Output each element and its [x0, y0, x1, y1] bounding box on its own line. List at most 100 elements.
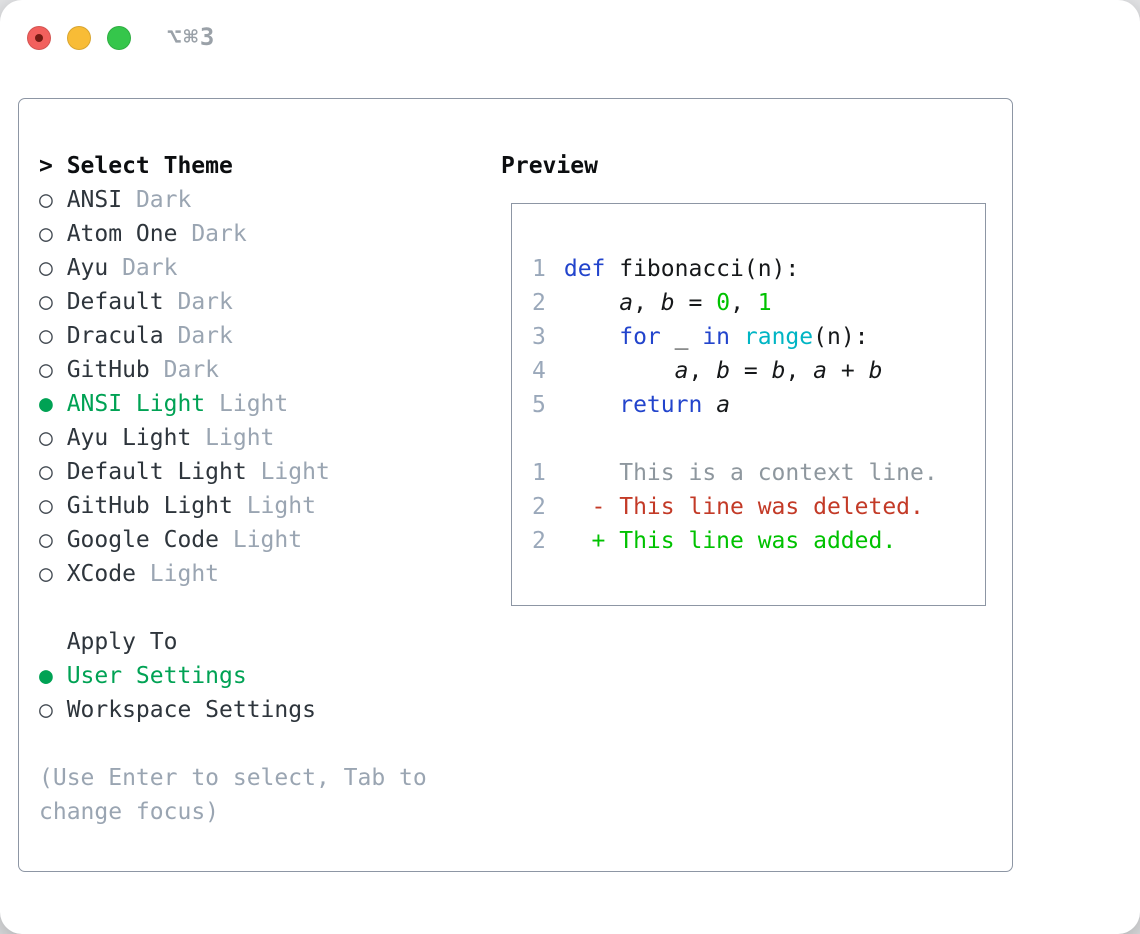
radio-unselected-icon: ○ — [39, 527, 67, 553]
select-theme-header: > Select Theme — [39, 149, 499, 183]
theme-variant: Dark — [122, 255, 178, 281]
code-token: + — [827, 358, 869, 384]
code-token: for — [619, 324, 661, 350]
theme-variant: Light — [246, 493, 316, 519]
apply-to-header: Apply To — [39, 625, 499, 659]
radio-unselected-icon: ○ — [39, 697, 67, 723]
code-token: fibonacci(n): — [605, 256, 800, 282]
line-number: 3 — [532, 324, 546, 350]
theme-option-atom-one[interactable]: ○ Atom One Dark — [39, 217, 499, 251]
theme-name: ANSI Light — [66, 391, 220, 417]
theme-option-ansi[interactable]: ○ ANSI Dark — [39, 183, 499, 217]
theme-option-ayu[interactable]: ○ Ayu Dark — [39, 251, 499, 285]
code-token — [564, 290, 619, 316]
code-token: = — [730, 358, 772, 384]
minimize-button[interactable] — [67, 26, 91, 50]
code-token: b — [660, 290, 675, 316]
preview-title: Preview — [501, 153, 598, 179]
radio-unselected-icon: ○ — [39, 425, 67, 451]
code-line: 3 for _ in range(n): — [532, 320, 985, 354]
theme-list: ○ ANSI Dark○ Atom One Dark○ Ayu Dark○ De… — [39, 183, 499, 591]
code-line: 2 + This line was added. — [532, 524, 985, 558]
code-token — [564, 358, 675, 384]
spacer — [39, 727, 499, 761]
theme-option-default-light[interactable]: ○ Default Light Light — [39, 455, 499, 489]
code-token: - This line was deleted. — [563, 494, 924, 520]
code-token: a — [716, 392, 731, 418]
code-line — [532, 422, 985, 456]
code-token: This is a context line. — [563, 460, 938, 486]
theme-option-github[interactable]: ○ GitHub Dark — [39, 353, 499, 387]
close-button[interactable] — [27, 26, 51, 50]
theme-name: GitHub Light — [66, 493, 247, 519]
line-number: 2 — [532, 494, 546, 520]
theme-name: Default Light — [66, 459, 261, 485]
theme-variant: Dark — [163, 357, 220, 383]
theme-option-ayu-light[interactable]: ○ Ayu Light Light — [39, 421, 499, 455]
theme-variant: Dark — [177, 289, 233, 315]
theme-variant: Light — [260, 459, 330, 485]
code-line: 1 This is a context line. — [532, 456, 985, 490]
spacer — [39, 591, 499, 625]
theme-option-google-code[interactable]: ○ Google Code Light — [39, 523, 499, 557]
prompt-caret-icon: > — [39, 153, 53, 179]
radio-unselected-icon: ○ — [39, 289, 67, 315]
code-token: , — [730, 290, 758, 316]
theme-name: Google Code — [66, 527, 233, 553]
radio-unselected-icon: ○ — [39, 323, 67, 349]
code-token: , — [633, 290, 661, 316]
code-token — [564, 392, 619, 418]
code-token: b — [771, 358, 786, 384]
theme-name: Atom One — [66, 221, 192, 247]
theme-variant: Light — [232, 527, 303, 553]
theme-option-default[interactable]: ○ Default Dark — [39, 285, 499, 319]
code-token: _ — [660, 324, 703, 350]
theme-list-column: >Select Theme ○ ANSI Dark○ Atom One Dark… — [39, 149, 499, 829]
code-token: 1 — [757, 290, 772, 316]
line-number: 4 — [532, 358, 546, 384]
theme-variant: Dark — [177, 323, 233, 349]
line-number: 2 — [532, 528, 546, 554]
radio-selected-icon: ● — [39, 663, 67, 689]
line-number: 1 — [532, 256, 546, 282]
code-token: b — [868, 358, 883, 384]
code-token: 0 — [716, 290, 731, 316]
code-token: return — [619, 392, 703, 418]
hint-line: (Use Enter to select, Tab to — [39, 765, 427, 791]
line-number: 2 — [532, 290, 546, 316]
theme-name: Dracula — [66, 323, 178, 349]
apply-option-workspace-settings[interactable]: ○ Workspace Settings — [39, 693, 499, 727]
code-line: 4 a, b = b, a + b — [532, 354, 985, 388]
theme-name: GitHub — [66, 357, 164, 383]
theme-option-github-light[interactable]: ○ GitHub Light Light — [39, 489, 499, 523]
theme-option-dracula[interactable]: ○ Dracula Dark — [39, 319, 499, 353]
radio-selected-icon: ● — [39, 391, 67, 417]
radio-unselected-icon: ○ — [39, 357, 67, 383]
radio-unselected-icon: ○ — [39, 459, 67, 485]
theme-variant: Dark — [191, 221, 247, 247]
code-token: a — [619, 290, 634, 316]
apply-to-list: ● User Settings○ Workspace Settings — [39, 659, 499, 727]
apply-option-label: Workspace Settings — [66, 697, 316, 723]
apply-option-user-settings[interactable]: ● User Settings — [39, 659, 499, 693]
theme-variant: Dark — [135, 187, 192, 213]
apply-option-label: User Settings — [66, 663, 247, 689]
zoom-button[interactable] — [107, 26, 131, 50]
theme-name: XCode — [66, 561, 150, 587]
line-number: 1 — [532, 460, 546, 486]
radio-unselected-icon: ○ — [39, 221, 67, 247]
theme-option-ansi-light[interactable]: ● ANSI Light Light — [39, 387, 499, 421]
theme-name: Ayu — [66, 255, 123, 281]
theme-option-xcode[interactable]: ○ XCode Light — [39, 557, 499, 591]
code-token: , — [785, 358, 814, 384]
code-token — [564, 324, 619, 350]
select-theme-title: Select Theme — [66, 153, 233, 179]
code-token: range — [743, 324, 814, 350]
code-token: = — [674, 290, 717, 316]
radio-unselected-icon: ○ — [39, 493, 67, 519]
